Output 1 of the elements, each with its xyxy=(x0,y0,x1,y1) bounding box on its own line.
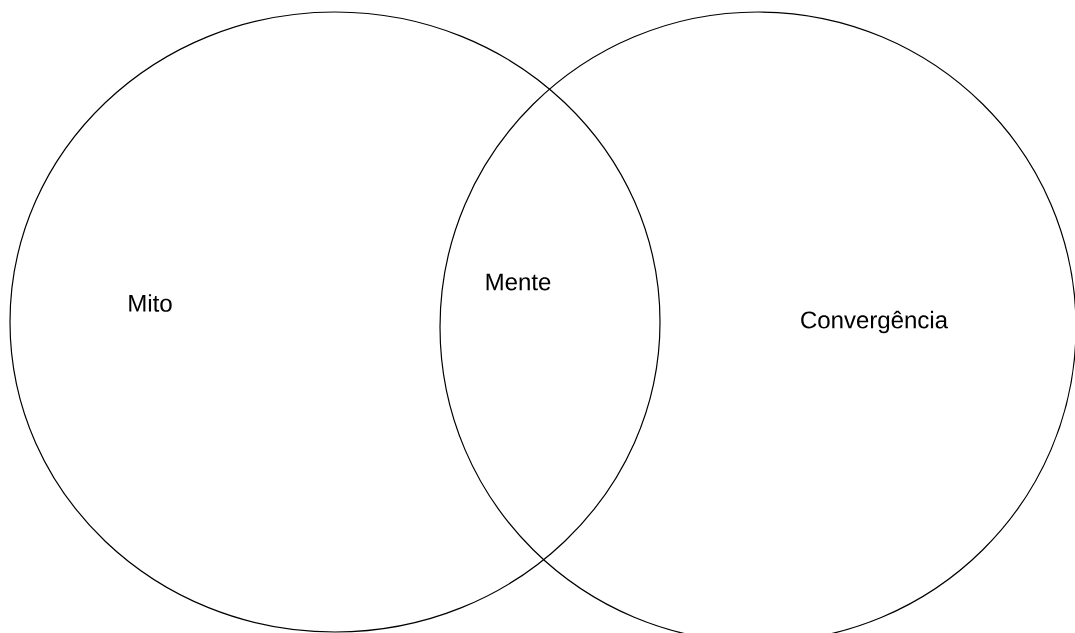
overlap-label: Mente xyxy=(486,273,551,291)
